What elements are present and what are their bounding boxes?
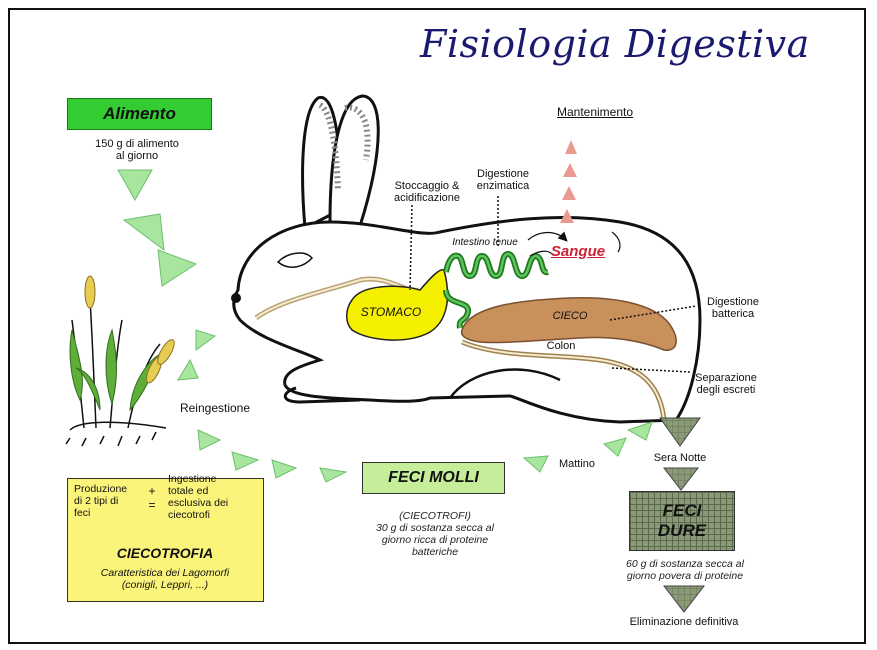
ciecotrofia-equals: = — [146, 499, 158, 511]
feci-dure-box: FECI DURE — [629, 491, 735, 551]
mantenimento-label: Mantenimento — [545, 106, 645, 118]
rabbit-ear-front — [330, 96, 378, 226]
mantenimento-arrows — [560, 140, 577, 223]
digestione-batterica-label: Digestione batterica — [698, 296, 768, 320]
stomaco-label: STOMACO — [354, 306, 428, 318]
feci-molli-note: (CIECOTROFI) 30 g di sostanza secca al g… — [342, 510, 528, 558]
intestino-label: Intestino tenue — [440, 237, 530, 249]
alimento-label: Alimento — [103, 104, 176, 124]
ciecotrofia-plus: + — [146, 485, 158, 497]
stoccaggio-label: Stoccaggio & acidificazione — [380, 180, 474, 204]
wheat-leaves — [70, 330, 160, 410]
digestione-enzimatica-label: Digestione enzimatica — [468, 168, 538, 192]
rabbit-nose — [231, 293, 241, 303]
mattino-label: Mattino — [552, 458, 602, 470]
ciecotrofia-heading: CIECOTROFIA — [68, 547, 262, 559]
sangue-label: Sangue — [540, 246, 616, 258]
feci-dure-label-1: FECI — [663, 501, 702, 521]
ciecotrofia-right: Ingestione totale ed esclusiva dei cieco… — [168, 473, 238, 521]
cieco-label: CIECO — [540, 310, 600, 322]
ciecotrofia-sub: Caratteristica dei Lagomorfi (conigli, L… — [68, 567, 262, 591]
reingestione-label: Reingestione — [170, 402, 260, 414]
feci-dure-note: 60 g di sostanza secca al giorno povera … — [612, 558, 758, 582]
ciecotrofia-box: Produzione di 2 tipi di feci + = Ingesti… — [67, 478, 264, 602]
wheat-ears — [85, 276, 177, 385]
feci-molli-label: FECI MOLLI — [388, 469, 479, 487]
sera-notte-label: Sera Notte — [640, 452, 720, 464]
alimento-box: Alimento — [67, 98, 212, 130]
feci-dure-label-2: DURE — [658, 521, 706, 541]
colon-label: Colon — [536, 340, 586, 352]
separazione-label: Separazione degli escreti — [686, 372, 766, 396]
ciecotrofia-left: Produzione di 2 tipi di feci — [74, 483, 136, 519]
eliminazione-label: Eliminazione definitiva — [614, 616, 754, 628]
feci-molli-box: FECI MOLLI — [362, 462, 505, 494]
alimento-note: 150 g di alimento al giorno — [78, 138, 196, 162]
